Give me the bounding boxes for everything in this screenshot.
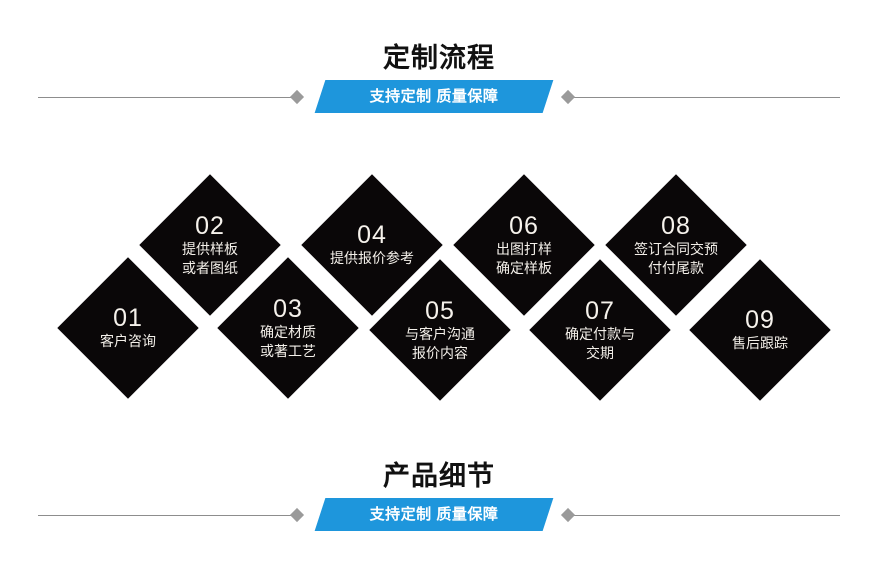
flow-step-caption: 确定材质 或著工艺 [260, 323, 316, 359]
header-rule-cap-right-diamond-icon [560, 89, 576, 105]
footer-rule-cap-right-diamond-icon [560, 507, 576, 523]
flow-step-number: 01 [113, 304, 143, 332]
header-banner-label: 支持定制 质量保障 [369, 88, 499, 105]
flow-step-number: 03 [273, 294, 303, 323]
flow-step-number: 07 [585, 296, 615, 325]
flow-step-number: 09 [745, 306, 775, 334]
footer-banner-label: 支持定制 质量保障 [369, 506, 499, 523]
flow-step-number: 02 [195, 211, 225, 240]
flow-step-number: 06 [509, 211, 539, 240]
flow-step-number: 05 [425, 296, 455, 325]
header-rule-left [38, 97, 296, 98]
section-header-custom-process: 定制流程 支持定制 质量保障 [0, 40, 878, 130]
flow-step-caption: 确定付款与 交期 [565, 325, 635, 361]
footer-rule-left [38, 515, 296, 516]
flow-step-number: 04 [357, 221, 387, 249]
footer-rule-right [572, 515, 840, 516]
flow-step-caption: 与客户沟通 报价内容 [405, 325, 475, 361]
page-title-product-detail: 产品细节 [383, 461, 495, 491]
flow-step-caption: 出图打样 确定样板 [496, 240, 552, 276]
flow-step-caption: 售后跟踪 [732, 335, 788, 351]
header-rule-right [572, 97, 840, 98]
footer-rule-cap-left-diamond-icon [289, 507, 305, 523]
flow-step-caption: 客户咨询 [100, 333, 156, 349]
flow-step-caption: 提供报价参考 [330, 250, 414, 266]
header-rule-cap-left-diamond-icon [289, 89, 305, 105]
page-title-custom-process: 定制流程 [383, 43, 495, 73]
flow-step-number: 08 [661, 211, 691, 240]
flow-step-caption: 提供样板 或者图纸 [182, 240, 238, 276]
flow-step-caption: 签订合同交预 付付尾款 [634, 240, 718, 276]
section-header-product-detail: 产品细节 支持定制 质量保障 [0, 458, 878, 548]
